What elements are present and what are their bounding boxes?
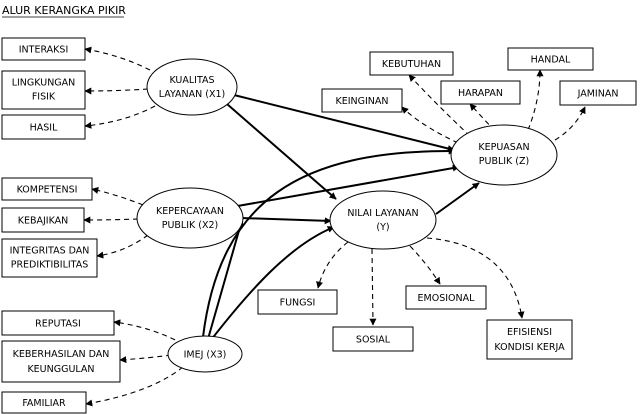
construct-x3: IMEJ (X3) [167,335,243,373]
indicator-kompetensi: KOMPETENSI [1,177,93,201]
svg-text:FUNGSI: FUNGSI [280,298,316,309]
indicator-keinginan: KEINGINAN [321,88,403,113]
indicator-handal: HANDAL [507,47,594,71]
indicator-emosional: EMOSIONAL [405,285,487,310]
svg-text:KEPERCAYAAN: KEPERCAYAAN [156,206,224,217]
indicator-jaminan: JAMINAN [559,80,637,106]
svg-text:PREDIKTIBILITAS: PREDIKTIBILITAS [11,260,89,271]
svg-text:PUBLIK (Z): PUBLIK (Z) [479,156,529,167]
svg-text:HANDAL: HANDAL [531,55,571,66]
indicator-fungsi: FUNGSI [257,289,338,315]
indicator-harapan: HARAPAN [440,80,521,105]
indicator-keberhasilan-keunggulan: KEBERHASILAN DAN KEUNGGULAN [1,340,121,383]
svg-text:EMOSIONAL: EMOSIONAL [418,293,476,304]
svg-text:REPUTASI: REPUTASI [35,319,81,330]
svg-text:JAMINAN: JAMINAN [577,89,619,100]
svg-text:INTEGRITAS DAN: INTEGRITAS DAN [10,246,90,257]
construct-z: KEPUASAN PUBLIK (Z) [450,124,558,186]
svg-text:HARAPAN: HARAPAN [458,88,503,99]
svg-text:KEBERHASILAN DAN: KEBERHASILAN DAN [13,349,110,360]
svg-text:KONDISI KERJA: KONDISI KERJA [494,342,565,353]
indicator-lingkungan-fisik: LINGKUNGAN FISIK [1,70,86,110]
indicator-kebutuhan: KEBUTUHAN [369,51,454,76]
construct-y: NILAI LAYANAN (Y) [329,190,437,250]
svg-text:PUBLIK (X2): PUBLIK (X2) [162,220,219,231]
indicator-arrows [83,46,586,407]
indicator-familiar: FAMILIAR [1,391,87,414]
svg-text:EFISIENSI: EFISIENSI [507,327,552,338]
svg-text:LINGKUNGAN: LINGKUNGAN [12,78,76,89]
svg-text:KUALITAS: KUALITAS [169,75,214,86]
indicator-integritas-prediktibilitas: INTEGRITAS DAN PREDIKTIBILITAS [1,238,98,278]
construct-x1: KUALITAS LAYANAN (X1) [146,58,238,116]
indicator-kebajikan: KEBAJIKAN [1,207,85,233]
indicator-efisiensi-kondisi-kerja: EFISIENSI KONDISI KERJA [486,319,573,360]
svg-text:KEBUTUHAN: KEBUTUHAN [382,59,441,70]
svg-text:KEPUASAN: KEPUASAN [478,142,529,153]
indicator-hasil: HASIL [1,114,86,140]
svg-text:FISIK: FISIK [32,92,56,103]
svg-text:KOMPETENSI: KOMPETENSI [17,185,78,196]
svg-text:LAYANAN (X1): LAYANAN (X1) [159,89,226,100]
construct-x2: KEPERCAYAAN PUBLIK (X2) [136,187,244,249]
indicator-sosial: SOSIAL [332,326,414,352]
svg-text:INTERAKSI: INTERAKSI [19,45,69,56]
indicator-interaksi: INTERAKSI [1,37,86,61]
structural-arrows [202,94,480,341]
svg-text:KEUNGGULAN: KEUNGGULAN [27,364,94,375]
svg-text:SOSIAL: SOSIAL [356,335,391,346]
svg-text:KEINGINAN: KEINGINAN [335,96,388,107]
svg-text:FAMILIAR: FAMILIAR [22,398,66,409]
svg-text:(Y): (Y) [376,222,389,233]
svg-text:KEBAJIKAN: KEBAJIKAN [18,216,69,227]
svg-text:IMEJ (X3): IMEJ (X3) [184,350,227,361]
indicator-reputasi: REPUTASI [1,310,115,336]
diagram-title: ALUR KERANGKA PIKIR [2,4,126,17]
svg-text:NILAI LAYANAN: NILAI LAYANAN [347,208,418,219]
svg-text:HASIL: HASIL [30,123,58,134]
